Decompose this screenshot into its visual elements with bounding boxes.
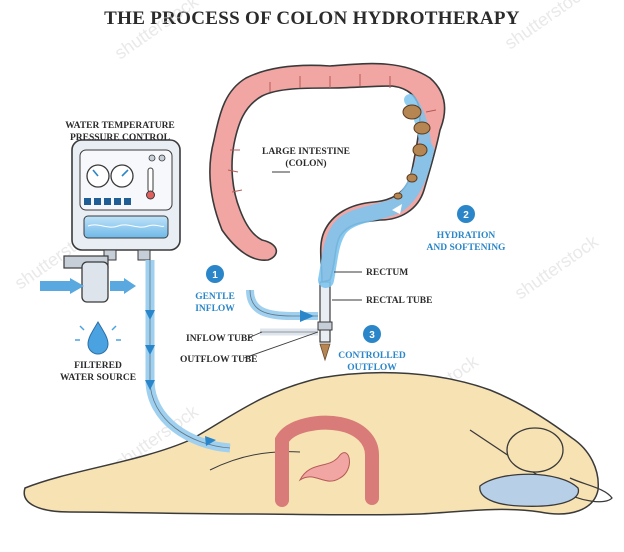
colon-water bbox=[318, 142, 434, 288]
stool bbox=[406, 173, 418, 183]
control-machine bbox=[71, 139, 181, 261]
step-1-label-line2: INFLOW bbox=[195, 304, 235, 314]
inflow-tube-label: INFLOW TUBE bbox=[186, 334, 254, 344]
inflow-tube bbox=[246, 289, 318, 320]
control-label-line2: PRESSURE CONTROL bbox=[70, 133, 170, 143]
step-1-label-line1: GENTLE bbox=[195, 292, 235, 302]
outflow-tube-label: OUTFLOW TUBE bbox=[180, 355, 258, 365]
step-2-label-line1: HYDRATION bbox=[437, 231, 496, 241]
body-small-intestine bbox=[298, 452, 350, 482]
patient-head bbox=[506, 427, 564, 473]
flow-arrow bbox=[145, 380, 155, 390]
machine-leg bbox=[103, 249, 117, 261]
control-button[interactable] bbox=[124, 198, 131, 205]
stool bbox=[413, 121, 431, 135]
step-badge-2: 2 bbox=[457, 205, 475, 223]
machine-leg bbox=[137, 249, 151, 261]
filtered-label-line2: WATER SOURCE bbox=[60, 373, 136, 383]
large-intestine bbox=[209, 62, 446, 288]
rectum-label: RECTUM bbox=[366, 268, 408, 278]
water-filter bbox=[40, 255, 136, 303]
flow-arrow bbox=[348, 226, 358, 236]
control-button[interactable] bbox=[104, 198, 111, 205]
step-number: 1 bbox=[212, 270, 218, 281]
step-badge-1: 1 bbox=[206, 265, 224, 283]
flow-arrow bbox=[392, 204, 402, 214]
button-row bbox=[84, 198, 131, 205]
patient-hip-line bbox=[209, 451, 301, 471]
rectal-tube-label: RECTAL TUBE bbox=[366, 296, 432, 306]
rectal-tube-connector bbox=[317, 321, 333, 331]
stool bbox=[402, 104, 422, 120]
tube-system bbox=[145, 260, 333, 453]
step-number: 3 bbox=[369, 330, 375, 341]
inflow-arrow-head bbox=[70, 278, 84, 294]
page-title: THE PROCESS OF COLON HYDROTHERAPY bbox=[104, 8, 520, 29]
thermometer-bulb bbox=[146, 190, 155, 200]
indicator-light bbox=[158, 154, 166, 162]
colon-haustra bbox=[227, 74, 437, 193]
leader-lines bbox=[243, 171, 362, 359]
step-2-label-line2: AND SOFTENING bbox=[427, 243, 507, 253]
water-tank bbox=[83, 215, 169, 239]
outflow-down-arrow bbox=[319, 343, 331, 362]
colon-label-line1: LARGE INTESTINE bbox=[262, 147, 350, 157]
flow-arrow bbox=[205, 436, 216, 446]
control-button[interactable] bbox=[84, 198, 91, 205]
step-badge-3: 3 bbox=[363, 325, 381, 343]
step-number: 2 bbox=[463, 210, 469, 221]
rectal-tube bbox=[319, 281, 331, 343]
control-button[interactable] bbox=[94, 198, 101, 205]
control-label-line1: WATER TEMPERATURE bbox=[65, 121, 175, 131]
flow-arrow bbox=[145, 345, 155, 355]
dial-needle bbox=[92, 169, 99, 177]
flow-arrow bbox=[145, 310, 155, 320]
water-wave bbox=[87, 224, 165, 228]
thermometer-icon bbox=[147, 167, 154, 193]
control-button[interactable] bbox=[114, 198, 121, 205]
dial-needle bbox=[121, 169, 129, 177]
pillow bbox=[479, 473, 580, 507]
step-3-label-line1: CONTROLLED bbox=[338, 351, 406, 361]
patient-illustration bbox=[23, 371, 613, 516]
stool bbox=[412, 143, 428, 157]
step-3-label-line2: OUTFLOW bbox=[347, 363, 397, 373]
filter-out-arrow-head bbox=[124, 278, 136, 294]
colon-label-line2: (COLON) bbox=[285, 158, 326, 169]
watermark-text: shutterstock bbox=[511, 231, 603, 304]
filtered-label-line1: FILTERED bbox=[74, 361, 122, 371]
water-drop-icon bbox=[75, 321, 121, 355]
stool bbox=[393, 192, 403, 200]
indicator-light bbox=[148, 154, 156, 162]
patient-body bbox=[23, 371, 599, 516]
filter-canister bbox=[81, 261, 109, 303]
patient-arm bbox=[469, 429, 613, 503]
flow-arrow bbox=[300, 310, 314, 322]
body-colon bbox=[275, 415, 379, 507]
